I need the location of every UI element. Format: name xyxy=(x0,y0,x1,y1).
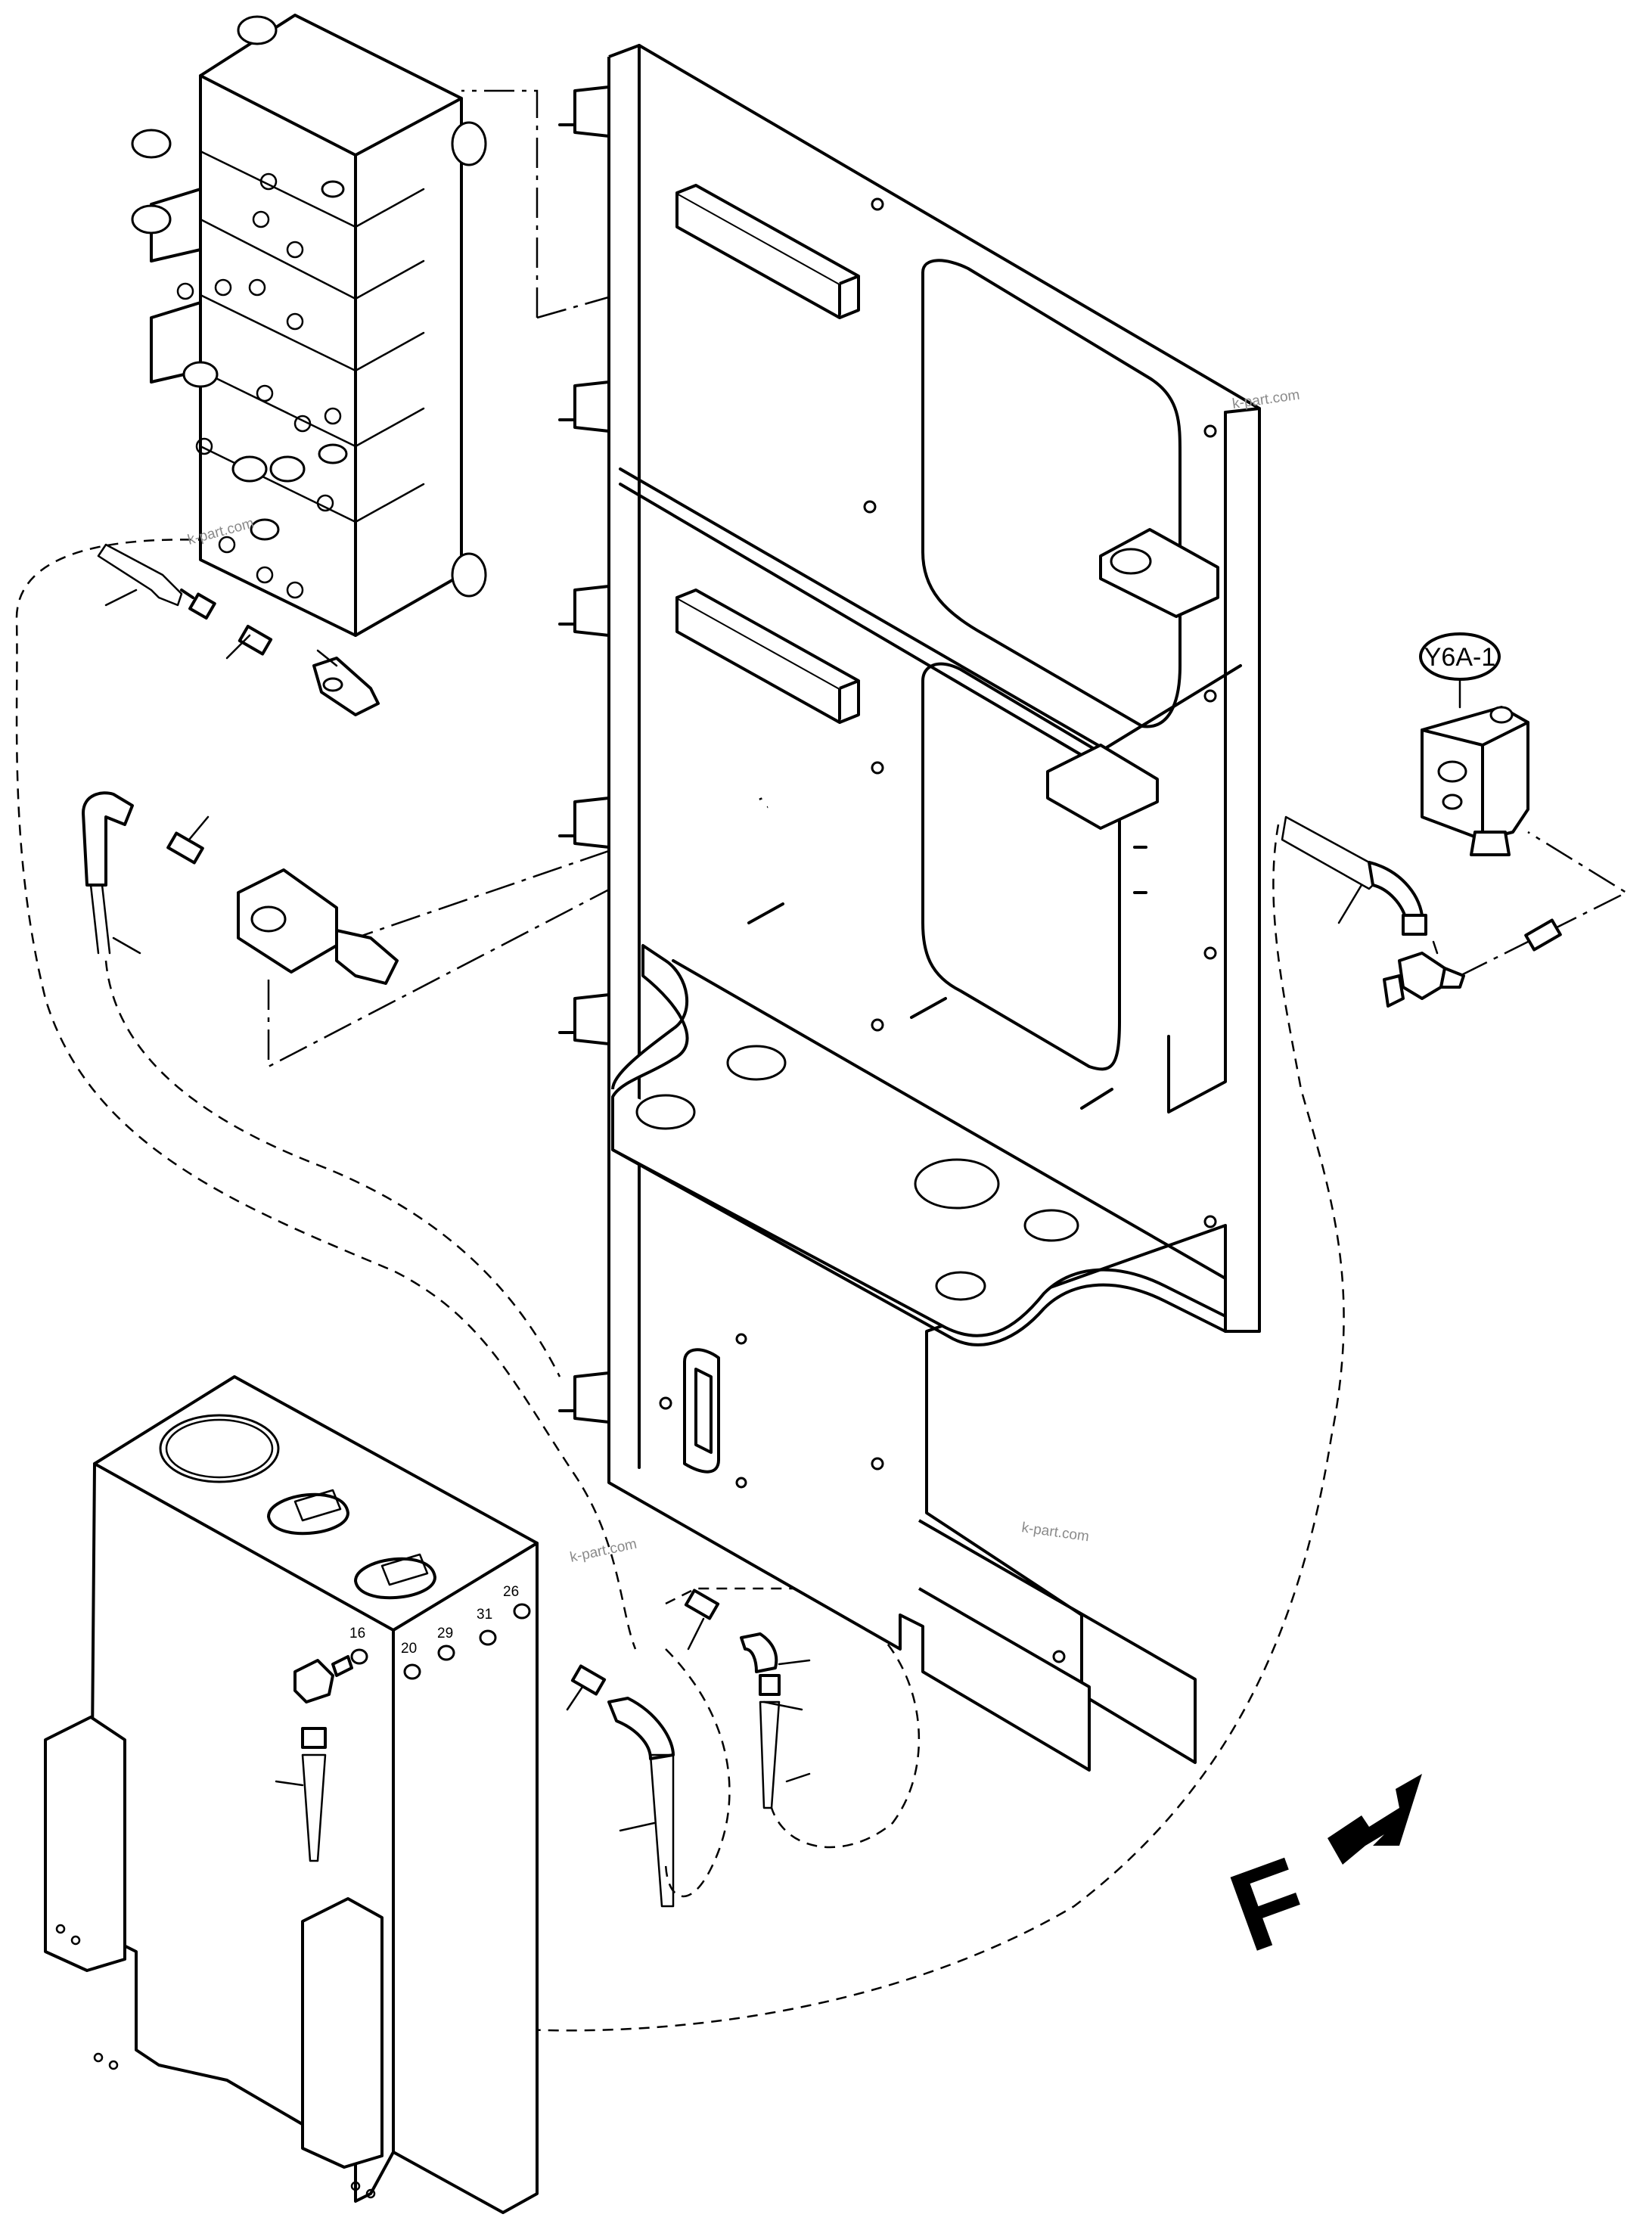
port-label: 31 xyxy=(477,1607,492,1623)
plate-holes xyxy=(635,197,1217,1663)
front-direction-marker: F xyxy=(1215,1774,1422,1976)
mounting-frame xyxy=(558,44,1261,1772)
port-label: 20 xyxy=(401,1641,417,1657)
left-hose-assembly xyxy=(82,543,399,985)
callout-y6a-1: Y6A-1 xyxy=(1419,632,1501,709)
watermark: k-part.com xyxy=(1231,387,1301,412)
watermark: k-part.com xyxy=(569,1536,638,1566)
direction-letter: F xyxy=(1215,1833,1324,1976)
tank-ports: 16 20 29 31 26 xyxy=(349,1584,531,1680)
studs xyxy=(747,846,1147,1110)
side-clips xyxy=(558,85,610,1424)
watermark: k-part.com xyxy=(1020,1520,1090,1545)
valve-y6a-1: Y6A-1 xyxy=(1419,632,1529,856)
tank-hose-assembly xyxy=(275,1589,811,1908)
arrow-icon xyxy=(1328,1774,1422,1865)
valve-fittings xyxy=(176,172,342,599)
control-valve-bank xyxy=(131,14,487,637)
mounting-tabs xyxy=(675,184,860,724)
callout-label: Y6A-1 xyxy=(1424,643,1496,672)
hydraulic-tank: 16 20 29 31 26 xyxy=(44,1375,539,2214)
port-label: 16 xyxy=(349,1626,365,1641)
right-hose-assembly xyxy=(1281,815,1562,1008)
port-label: 29 xyxy=(437,1626,453,1641)
port-label: 26 xyxy=(503,1584,519,1600)
